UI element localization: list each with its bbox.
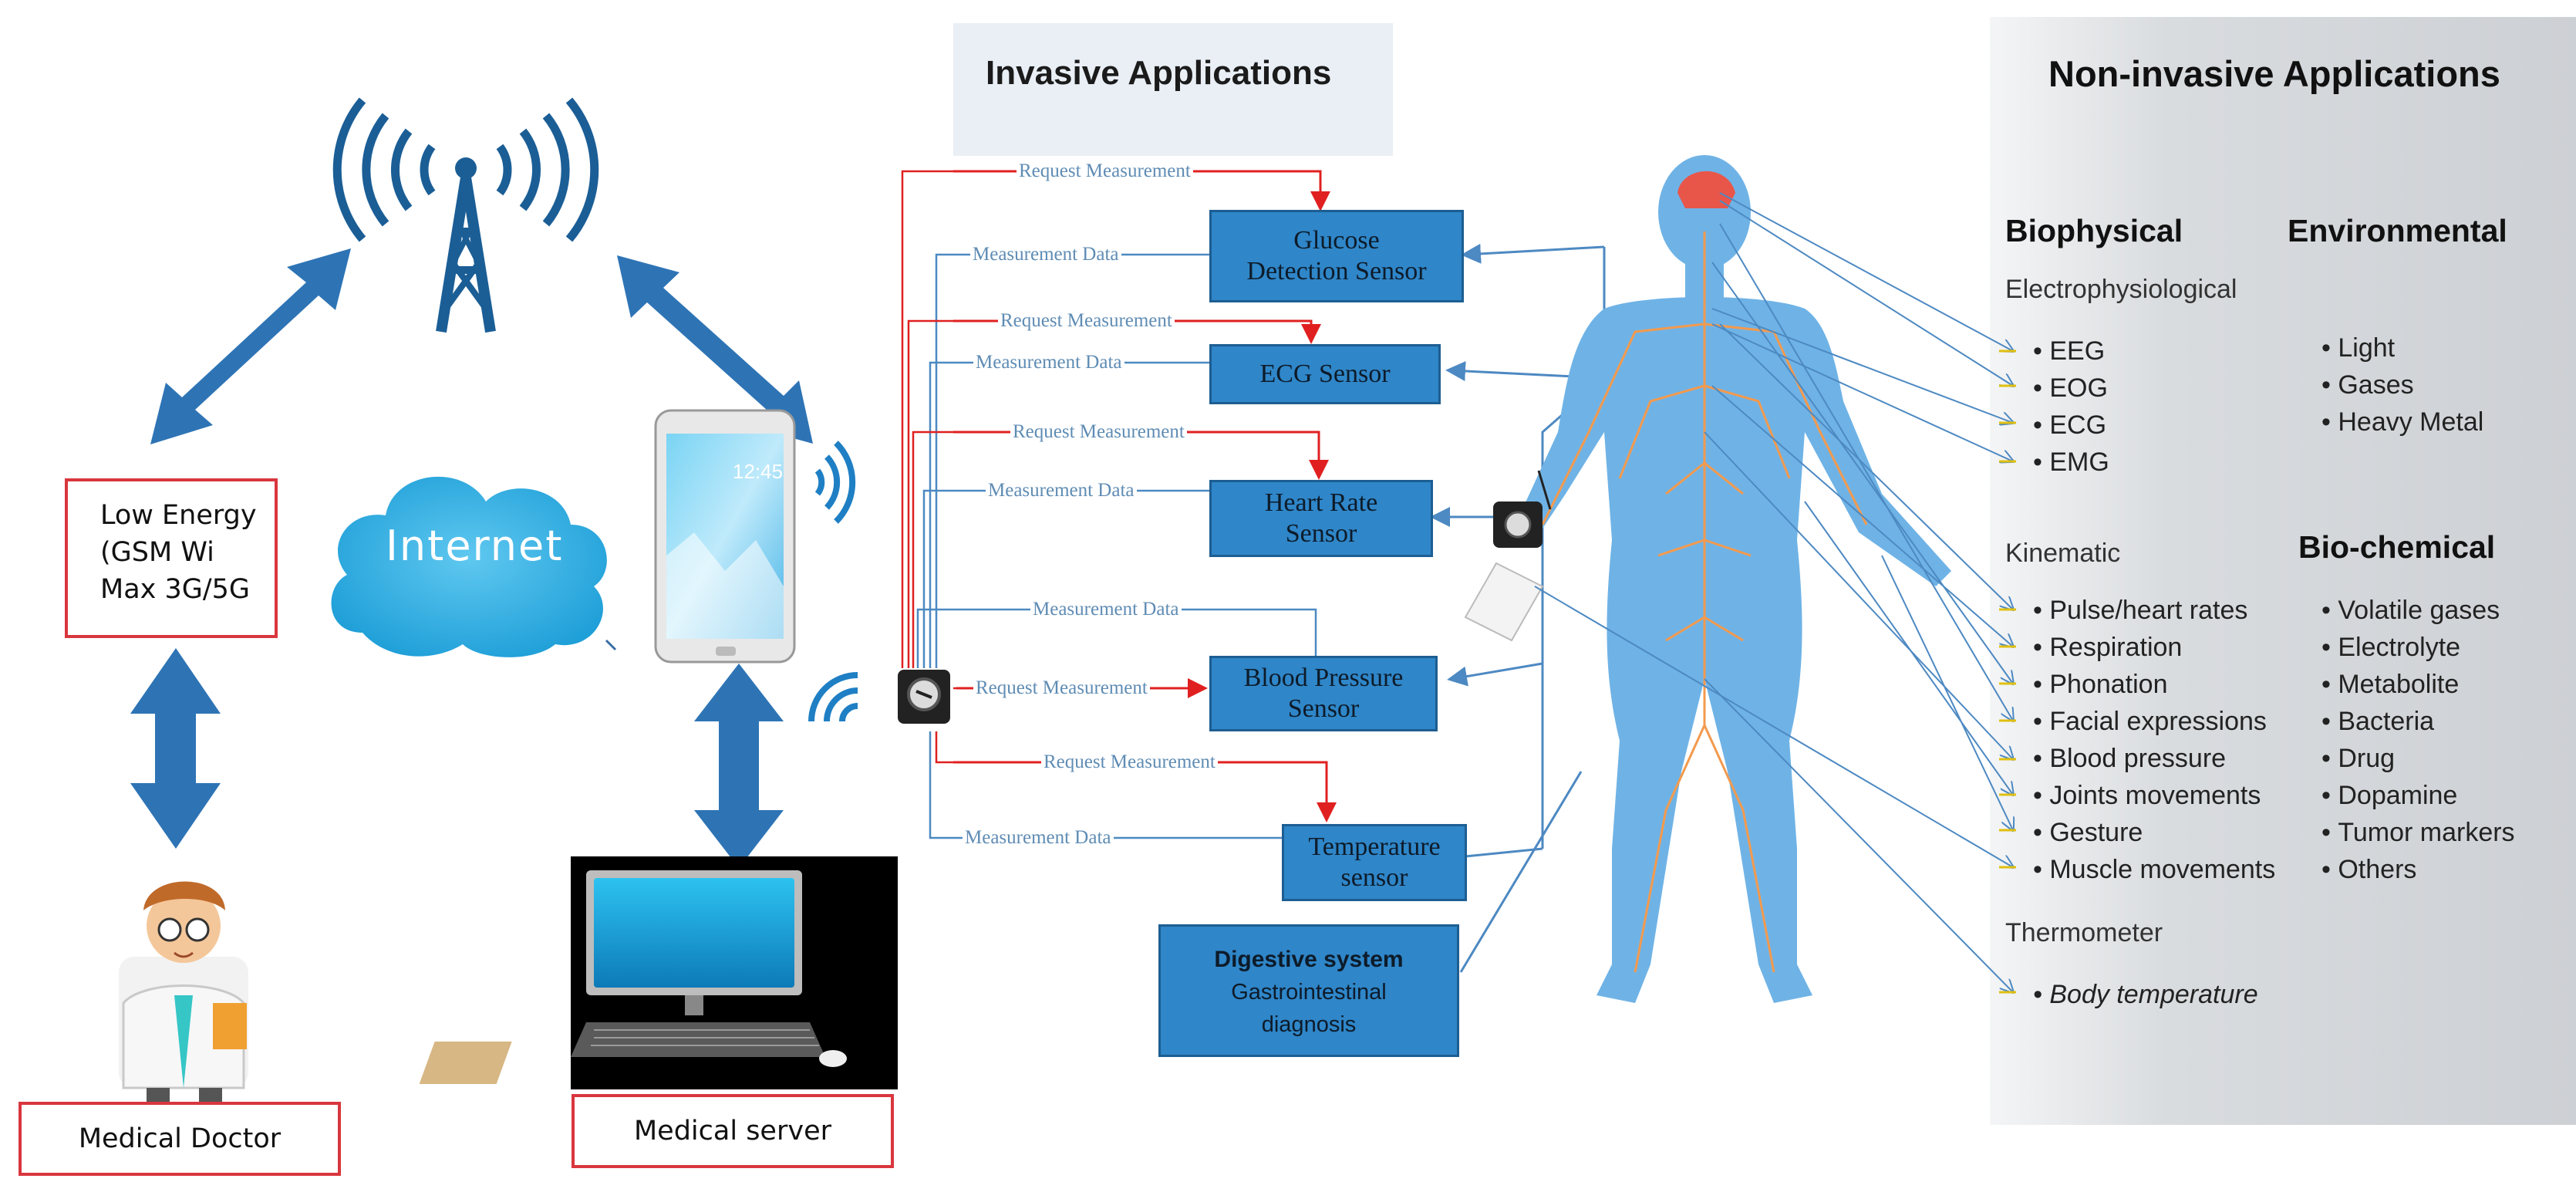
- item-joints-movements: Joints movements: [2033, 781, 2261, 811]
- tower-lowenergy-arrow: [150, 248, 351, 444]
- data-label-4: Measurement Data: [1030, 599, 1182, 620]
- hub-request-wires: [901, 170, 956, 764]
- kinematic-subheading: Kinematic: [2005, 539, 2121, 568]
- item-volatile-gases: Volatile gases: [2321, 596, 2500, 626]
- computer-server-icon: [419, 856, 898, 1089]
- item-muscle-movements: Muscle movements: [2033, 855, 2275, 885]
- item-emg: EMG: [2033, 447, 2109, 478]
- environmental-heading: Environmental: [2288, 213, 2507, 248]
- medical-server-label: Medical server: [572, 1094, 894, 1168]
- data-label-5: Measurement Data: [963, 827, 1114, 849]
- noninvasive-panel: [1990, 17, 2576, 1125]
- lowenergy-doctor-arrow: [130, 648, 221, 849]
- item-gesture: Gesture: [2033, 818, 2143, 848]
- wireless-signal-icon: [808, 672, 858, 722]
- item-blood-pressure: Blood pressure: [2033, 744, 2226, 774]
- sensor-hub-icon: [898, 670, 950, 724]
- request-label-4: Request Measurement: [973, 677, 1150, 699]
- item-heavy-metal: Heavy Metal: [2321, 407, 2483, 437]
- medical-doctor-label: Medical Doctor: [19, 1102, 341, 1176]
- item-drug: Drug: [2321, 744, 2395, 774]
- item-metabolite: Metabolite: [2321, 670, 2459, 700]
- low-energy-network-box: Low Energy (GSM Wi Max 3G/5G: [65, 478, 278, 638]
- request-label-5: Request Measurement: [1041, 751, 1218, 773]
- digestive-system-box: Digestive system Gastrointestinal diagno…: [1158, 924, 1459, 1057]
- internet-label: Internet: [386, 522, 564, 570]
- internet-cloud-icon: [331, 476, 607, 657]
- electrophysiological-subheading: Electrophysiological: [2005, 275, 2237, 304]
- smartphone-icon: [654, 409, 796, 664]
- cell-tower-icon: [332, 97, 599, 333]
- request-label-3: Request Measurement: [1010, 421, 1187, 443]
- request-label-1: Request Measurement: [1017, 160, 1193, 182]
- phone-server-arrow: [694, 664, 784, 868]
- item-light: Light: [2321, 333, 2395, 363]
- item-body-temperature: Body temperature: [2033, 980, 2257, 1010]
- biophysical-heading: Biophysical: [2005, 213, 2183, 248]
- item-pulse: Pulse/heart rates: [2033, 596, 2247, 626]
- temperature-sensor-box: Temperature sensor: [1282, 824, 1467, 901]
- item-ecg: ECG: [2033, 410, 2106, 441]
- item-tick-marks: [1999, 350, 2016, 994]
- item-phonation: Phonation: [2033, 670, 2167, 700]
- item-respiration: Respiration: [2033, 633, 2182, 663]
- thermometer-subheading: Thermometer: [2005, 918, 2163, 947]
- tower-phone-arrow: [617, 255, 813, 444]
- digestive-title: Digestive system: [1214, 947, 1404, 972]
- item-electrolyte: Electrolyte: [2321, 633, 2460, 663]
- human-body-figure: [1464, 155, 1951, 1003]
- cursor-mark: [605, 639, 617, 651]
- biochemical-heading: Bio-chemical: [2298, 529, 2496, 565]
- item-facial-expressions: Facial expressions: [2033, 707, 2267, 737]
- item-others: Others: [2321, 855, 2416, 885]
- item-bacteria: Bacteria: [2321, 707, 2434, 737]
- blood-pressure-sensor-box: Blood Pressure Sensor: [1209, 656, 1438, 731]
- noninvasive-applications-title: Non-invasive Applications: [2048, 53, 2500, 94]
- item-eeg: EEG: [2033, 336, 2105, 366]
- heart-rate-sensor-box: Heart Rate Sensor: [1209, 480, 1433, 557]
- item-eog: EOG: [2033, 373, 2108, 404]
- body-to-items-lines: [1534, 192, 2013, 992]
- data-label-1: Measurement Data: [970, 244, 1121, 265]
- item-gases: Gases: [2321, 370, 2413, 400]
- item-tumor-markers: Tumor markers: [2321, 818, 2514, 848]
- invasive-header-panel: [953, 23, 1393, 156]
- request-label-2: Request Measurement: [998, 310, 1175, 332]
- digestive-subtitle: Gastrointestinal diagnosis: [1231, 980, 1387, 1037]
- data-label-2: Measurement Data: [973, 352, 1124, 373]
- ecg-sensor-box: ECG Sensor: [1209, 344, 1441, 404]
- invasive-applications-title: Invasive Applications: [986, 54, 1332, 92]
- item-dopamine: Dopamine: [2321, 781, 2457, 811]
- phone-clock: 12:45: [733, 460, 784, 483]
- data-label-3: Measurement Data: [986, 480, 1137, 502]
- doctor-icon: [119, 881, 248, 1103]
- wifi-icon: [814, 441, 856, 524]
- glucose-sensor-box: Glucose Detection Sensor: [1209, 210, 1464, 302]
- hub-data-wires: [916, 253, 1317, 839]
